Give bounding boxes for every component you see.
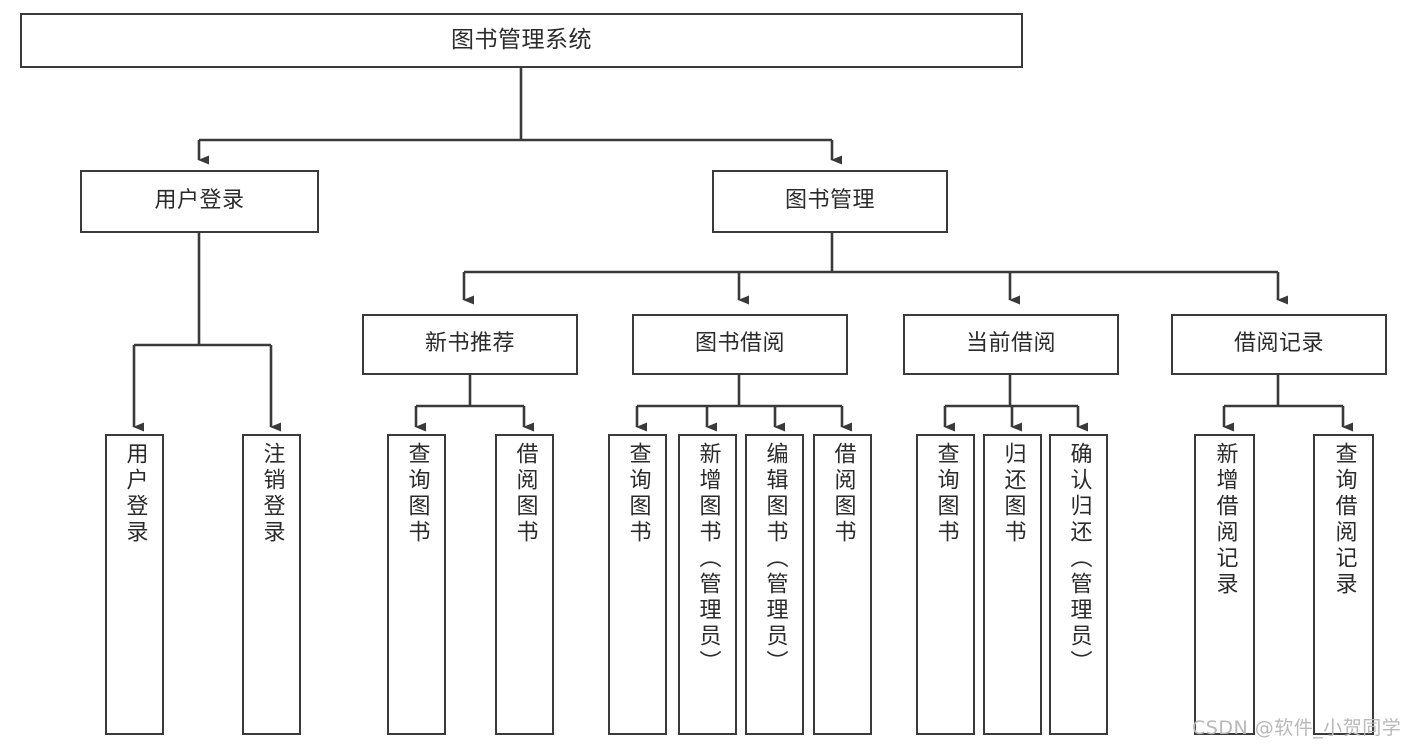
node-leaf-add-record[interactable]: 新增借阅记录 — [1194, 434, 1255, 735]
node-root-label: 图书管理系统 — [451, 26, 592, 53]
node-leaf-query-record-label: 查询借阅记录 — [1331, 442, 1357, 598]
node-book-management-label: 图书管理 — [784, 188, 875, 214]
node-current-borrow-label: 当前借阅 — [965, 331, 1056, 357]
node-leaf-query-record[interactable]: 查询借阅记录 — [1313, 434, 1374, 735]
node-leaf-return-book[interactable]: 归还图书 — [983, 434, 1042, 735]
node-leaf-query-book-1[interactable]: 查询图书 — [387, 434, 446, 735]
csdn-watermark: CSDN @软件_小贺同学 — [1192, 717, 1402, 739]
node-leaf-user-login[interactable]: 用户登录 — [105, 434, 164, 735]
node-leaf-logout-login[interactable]: 注销登录 — [242, 434, 301, 735]
node-leaf-query-book-3-label: 查询图书 — [933, 442, 959, 546]
node-leaf-query-book-1-label: 查询图书 — [404, 442, 430, 546]
node-leaf-borrow-book-1-label: 借阅图书 — [512, 442, 538, 546]
node-leaf-user-login-label: 用户登录 — [122, 442, 148, 546]
node-new-book-recommend[interactable]: 新书推荐 — [362, 314, 578, 375]
node-leaf-edit-book[interactable]: 编辑图书（管理员） — [745, 434, 804, 735]
node-book-borrow-label: 图书借阅 — [694, 331, 785, 357]
node-leaf-query-book-2-label: 查询图书 — [625, 442, 651, 546]
node-root-book-management-system[interactable]: 图书管理系统 — [20, 13, 1023, 68]
node-leaf-logout-login-label: 注销登录 — [259, 442, 285, 546]
node-leaf-confirm-return[interactable]: 确认归还（管理员） — [1049, 434, 1108, 735]
node-leaf-return-book-label: 归还图书 — [1000, 442, 1026, 546]
node-borrow-record-label: 借阅记录 — [1233, 331, 1324, 357]
node-leaf-borrow-book-2[interactable]: 借阅图书 — [813, 434, 872, 735]
node-leaf-edit-book-label: 编辑图书（管理员） — [762, 442, 788, 676]
node-leaf-query-book-3[interactable]: 查询图书 — [916, 434, 975, 735]
node-user-login-label: 用户登录 — [154, 188, 245, 214]
node-borrow-record[interactable]: 借阅记录 — [1171, 314, 1387, 375]
node-leaf-borrow-book-2-label: 借阅图书 — [830, 442, 856, 546]
node-book-borrow[interactable]: 图书借阅 — [632, 314, 848, 375]
node-book-management[interactable]: 图书管理 — [712, 170, 948, 233]
node-new-book-recommend-label: 新书推荐 — [424, 331, 515, 357]
node-leaf-confirm-return-label: 确认归还（管理员） — [1066, 442, 1092, 676]
node-leaf-query-book-2[interactable]: 查询图书 — [608, 434, 667, 735]
node-leaf-add-book[interactable]: 新增图书（管理员） — [678, 434, 737, 735]
node-leaf-add-book-label: 新增图书（管理员） — [695, 442, 721, 676]
node-leaf-add-record-label: 新增借阅记录 — [1212, 442, 1238, 598]
node-leaf-borrow-book-1[interactable]: 借阅图书 — [495, 434, 554, 735]
node-user-login[interactable]: 用户登录 — [80, 170, 319, 233]
node-current-borrow[interactable]: 当前借阅 — [903, 314, 1119, 375]
